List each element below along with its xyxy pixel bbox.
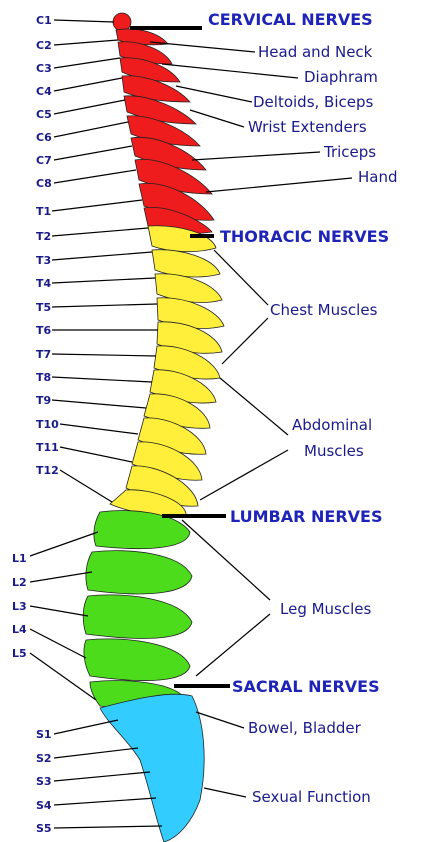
lumbar-nerves-heading: LUMBAR NERVES [230, 507, 382, 526]
label-s3: S3 [36, 775, 52, 788]
label-t10: T10 [36, 418, 59, 431]
label-s1: S1 [36, 728, 52, 741]
sacral-vertebrae [100, 694, 204, 842]
label-l3: L3 [12, 600, 27, 613]
label-c4: C4 [36, 85, 52, 98]
label-t12: T12 [36, 464, 59, 477]
function-sexual-function: Sexual Function [252, 788, 371, 806]
label-c8: C8 [36, 177, 52, 190]
label-l1: L1 [12, 552, 27, 565]
thoracic-nerves-heading: THORACIC NERVES [220, 227, 389, 246]
spine [83, 13, 224, 842]
function-hand: Hand [358, 168, 398, 186]
label-t4: T4 [36, 277, 52, 290]
function-chest-muscles: Chest Muscles [270, 301, 378, 319]
label-t9: T9 [36, 394, 51, 407]
label-l4: L4 [12, 623, 27, 636]
label-s5: S5 [36, 822, 52, 835]
function-head-neck: Head and Neck [258, 43, 373, 61]
label-t11: T11 [36, 441, 59, 454]
function-diaphram: Diaphram [304, 68, 378, 86]
label-c1: C1 [36, 14, 52, 27]
function-deltoids-biceps: Deltoids, Biceps [253, 93, 374, 111]
label-l2: L2 [12, 576, 27, 589]
thoracic-vertebrae [110, 226, 224, 517]
label-t7: T7 [36, 348, 51, 361]
label-c2: C2 [36, 39, 52, 52]
label-t8: T8 [36, 371, 51, 384]
function-wrist-extenders: Wrist Extenders [248, 118, 367, 136]
function-leg-muscles: Leg Muscles [280, 600, 372, 618]
sacral-nerves-heading: SACRAL NERVES [232, 677, 380, 696]
label-t2: T2 [36, 230, 51, 243]
label-c6: C6 [36, 131, 52, 144]
cervical-nerves-heading: CERVICAL NERVES [208, 10, 373, 29]
label-t6: T6 [36, 324, 52, 337]
label-c5: C5 [36, 108, 52, 121]
function-abdominal-line2: Muscles [304, 442, 364, 460]
function-bowel-bladder: Bowel, Bladder [248, 719, 362, 737]
label-t5: T5 [36, 301, 51, 314]
label-t3: T3 [36, 254, 51, 267]
function-triceps: Triceps [323, 143, 376, 161]
label-t1: T1 [36, 205, 51, 218]
label-s2: S2 [36, 752, 52, 765]
label-s4: S4 [36, 799, 52, 812]
function-abdominal-line1: Abdominal [292, 416, 372, 434]
label-l5: L5 [12, 647, 27, 660]
lumbar-vertebrae [83, 511, 192, 710]
label-c7: C7 [36, 154, 52, 167]
region-headings: CERVICAL NERVES THORACIC NERVES LUMBAR N… [208, 10, 389, 696]
label-c3: C3 [36, 62, 52, 75]
